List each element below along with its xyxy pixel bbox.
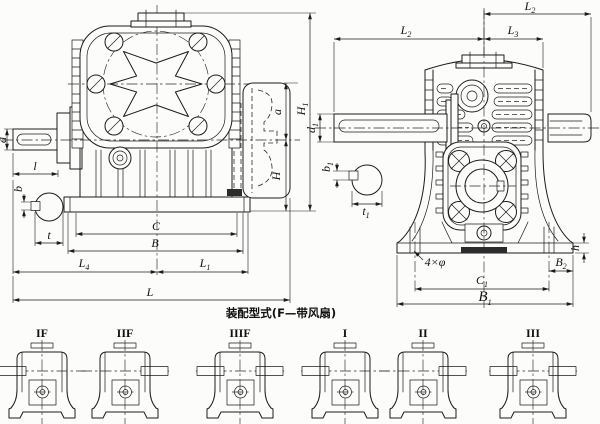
dim-label-b: b [11,186,25,192]
front-housing-fins [79,144,233,198]
side-shaft-section [348,164,383,196]
dim-label-L1: L1 [199,256,211,272]
dim-label-L: L [146,285,154,299]
dim-label-H: H [269,170,283,181]
dim-label-L3: L3 [507,23,519,39]
variant-label: I [343,326,348,340]
variant-row: IF IIF IIIF I II III [0,326,577,424]
flange-bolts [448,150,517,223]
oil-plug-boss [108,146,132,170]
dim-label-C1: C1 [476,273,488,289]
dim-label-h: h [568,245,582,251]
caption: 装配型式(F—带风扇) [225,306,336,320]
front-shaft-section [30,192,64,222]
dim-label-L4: L4 [78,256,90,272]
dim-label-d: d [0,136,9,143]
dim-label-B1: B1 [478,289,491,307]
dim-label-B: B [151,236,159,250]
output-flange [435,141,529,231]
variant-III: III [489,326,577,424]
dim-label-t1: t1 [362,204,369,220]
variant-II: II [379,326,467,424]
variant-label: III [526,326,540,340]
dim-label-C: C [152,219,161,233]
dim-label-B2: B2 [555,255,566,271]
dim-label-a: a [270,109,284,115]
cover-bolts [86,32,226,136]
variant-IF: IF [0,326,86,424]
dim-label-L2: L2 [400,23,412,39]
front-top-cap [130,9,192,28]
worm-bearing-boss [455,79,491,133]
dim-label-L2-top: L2 [524,0,536,15]
front-dimensions: d l b t C B L4 L1 L a H [0,12,316,303]
variant-label: II [418,326,428,340]
dim-label-t: t [47,228,51,242]
cover-star-rib [109,51,203,117]
variant-I: I [301,326,389,424]
dim-label-4xphi: 4×φ [425,255,446,269]
front-view [2,5,300,277]
variant-label: IIF [117,326,134,340]
variant-IIIF: IIIF [196,326,284,424]
variant-label: IIIF [229,326,250,340]
variant-IIF: IIF [81,326,169,424]
side-view [315,8,599,308]
dim-label-l: l [33,159,37,173]
dim-label-H1: H1 [294,103,310,117]
side-dimensions: L2 L2 L3 d1 b1 t1 4×φ h B2 C1 [304,0,592,307]
dim-label-b1: b1 [319,162,335,172]
variant-label: IF [36,326,48,340]
dim-label-d1: d1 [304,123,320,133]
